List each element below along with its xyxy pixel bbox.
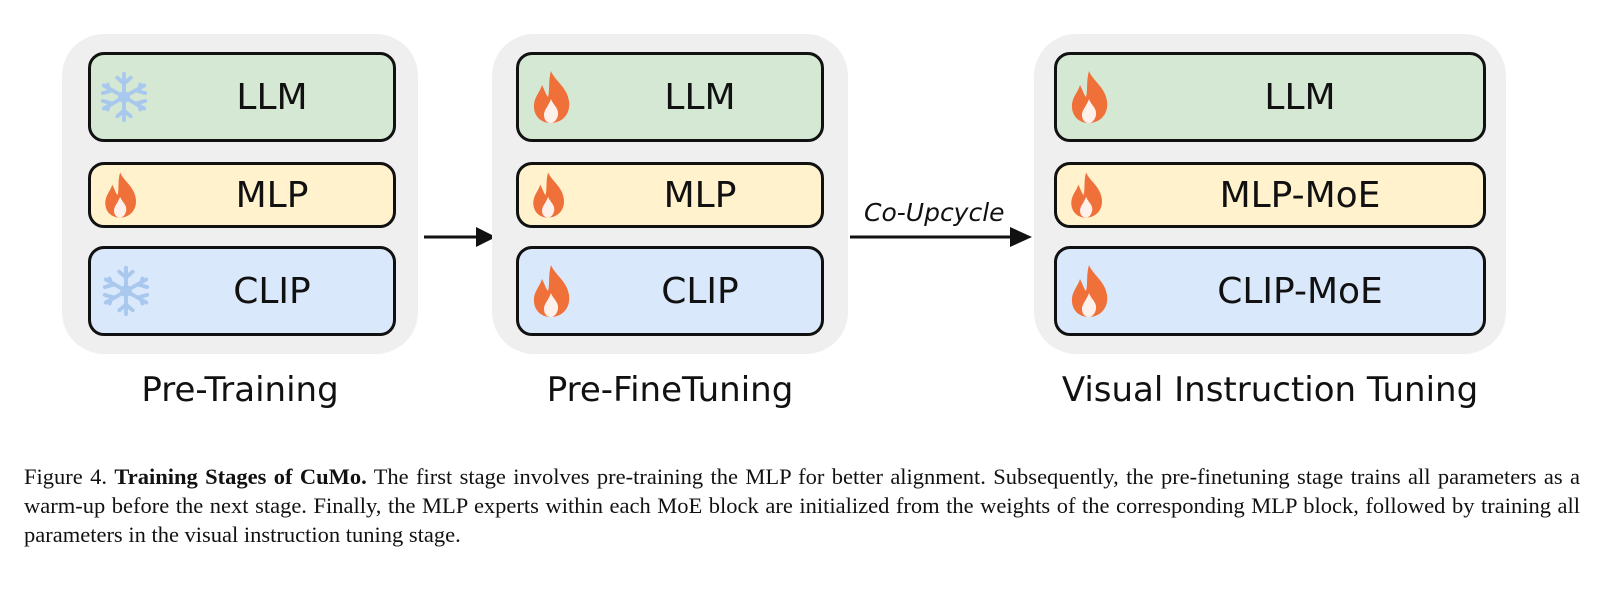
stage3-clip-moe-block: CLIP-MoE: [1054, 246, 1486, 336]
stage2-llm-block: LLM: [516, 52, 824, 142]
block-label: CLIP: [661, 270, 739, 312]
flame-icon: [529, 69, 575, 125]
arrow-label: Co-Upcycle: [864, 198, 1005, 227]
flame-icon: [101, 170, 141, 220]
flame-icon: [529, 263, 575, 319]
block-label: MLP: [663, 174, 737, 216]
arrow-right-icon: [424, 227, 496, 247]
stage3-llm-block: LLM: [1054, 52, 1486, 142]
stage1-mlp-block: MLP: [88, 162, 396, 228]
flame-icon: [529, 170, 569, 220]
block-label: LLM: [664, 76, 736, 118]
stage1-clip-block: CLIP: [88, 246, 396, 336]
stage2-clip-block: CLIP: [516, 246, 824, 336]
block-label: CLIP: [233, 270, 311, 312]
figure-caption: Figure 4. Training Stages of CuMo. The f…: [24, 462, 1580, 549]
block-label: CLIP-MoE: [1217, 270, 1383, 312]
flame-icon: [1067, 263, 1113, 319]
stage-title: Pre-FineTuning: [546, 370, 794, 410]
arrow-right-icon: [850, 227, 1032, 247]
stage1-llm-block: LLM: [88, 52, 396, 142]
block-label: LLM: [1264, 76, 1336, 118]
flame-icon: [1067, 69, 1113, 125]
figure-label: Figure 4.: [24, 464, 107, 489]
stage-title: Pre-Training: [141, 370, 339, 410]
flame-icon: [1067, 170, 1107, 220]
stage-title: Visual Instruction Tuning: [1061, 370, 1479, 410]
block-label: MLP-MoE: [1219, 174, 1381, 216]
block-label: LLM: [236, 76, 308, 118]
snowflake-icon: [97, 70, 151, 124]
caption-body: The first stage involves pre-training th…: [24, 464, 1581, 547]
stage2-mlp-block: MLP: [516, 162, 824, 228]
snowflake-icon: [99, 264, 153, 318]
stage3-mlp-moe-block: MLP-MoE: [1054, 162, 1486, 228]
block-label: MLP: [235, 174, 309, 216]
caption-title: Training Stages of CuMo.: [114, 464, 367, 489]
